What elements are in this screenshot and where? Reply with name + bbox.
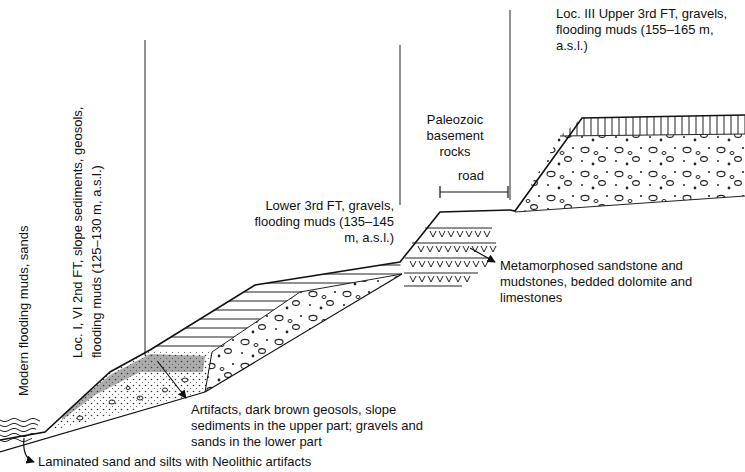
v-symbol — [428, 261, 434, 267]
leader-line — [158, 362, 186, 398]
base-line — [0, 392, 205, 452]
annotation-label: Modern flooding muds, sands — [16, 225, 32, 396]
v-symbol — [430, 231, 436, 237]
divider — [510, 10, 511, 200]
divider — [145, 40, 146, 355]
v-symbol — [466, 231, 472, 237]
v-symbol — [446, 276, 452, 282]
v-symbol — [427, 246, 433, 252]
v-symbol — [454, 246, 460, 252]
bedrock-v-symbols — [410, 231, 496, 282]
v-symbol — [455, 276, 461, 282]
annotation-label: Lower 3rd FT, gravels, flooding muds (13… — [252, 198, 394, 246]
v-symbol — [463, 246, 469, 252]
lower-terrace-gravels — [205, 274, 402, 392]
divider — [400, 45, 401, 205]
v-symbol — [439, 231, 445, 237]
v-symbol — [419, 276, 425, 282]
annotation-label: Paleozoic basement rocks — [410, 112, 500, 160]
v-symbol — [446, 261, 452, 267]
v-symbol — [481, 246, 487, 252]
v-symbol — [490, 246, 496, 252]
v-symbol — [437, 276, 443, 282]
ground-profile — [0, 115, 745, 440]
bedrock-strata — [404, 228, 496, 286]
v-symbol — [436, 246, 442, 252]
annotation-label: Loc. I, VI 2nd FT, slope sediments, geos… — [68, 73, 106, 358]
v-symbol — [475, 231, 481, 237]
v-symbol — [410, 276, 416, 282]
v-symbol — [428, 276, 434, 282]
v-symbol — [455, 261, 461, 267]
v-symbol — [437, 261, 443, 267]
annotation-label: road — [458, 168, 484, 184]
leader-line — [470, 248, 495, 262]
v-symbol — [418, 246, 424, 252]
leader-line — [24, 438, 34, 462]
layer-boundary — [212, 274, 402, 352]
v-symbol — [482, 261, 488, 267]
layer-boundary — [560, 134, 745, 136]
v-symbol — [448, 231, 454, 237]
base-line — [205, 274, 402, 392]
mud-lamina — [0, 418, 40, 421]
v-symbol — [410, 261, 416, 267]
geosol-band — [62, 354, 205, 420]
v-symbol — [473, 261, 479, 267]
mud-lamina — [0, 428, 36, 431]
v-symbol — [484, 231, 490, 237]
base-line — [205, 352, 212, 392]
annotation-label: Loc. III Upper 3rd FT, gravels, flooding… — [556, 6, 732, 54]
road-bracket — [440, 186, 508, 198]
v-symbol — [445, 246, 451, 252]
mud-lamina — [0, 423, 38, 426]
annotation-label: Laminated sand and silts with Neolithic … — [38, 454, 311, 470]
v-symbol — [464, 276, 470, 282]
v-symbol — [464, 261, 470, 267]
annotation-label: Artifacts, dark brown geosols, slope sed… — [191, 402, 441, 450]
upper-terrace-gravels — [515, 134, 745, 212]
v-symbol — [457, 231, 463, 237]
terrace-base — [515, 196, 745, 212]
v-symbol — [419, 261, 425, 267]
annotation-label: Metamorphosed sandstone and mudstones, b… — [500, 258, 705, 306]
modern-mud-waves — [0, 418, 40, 441]
